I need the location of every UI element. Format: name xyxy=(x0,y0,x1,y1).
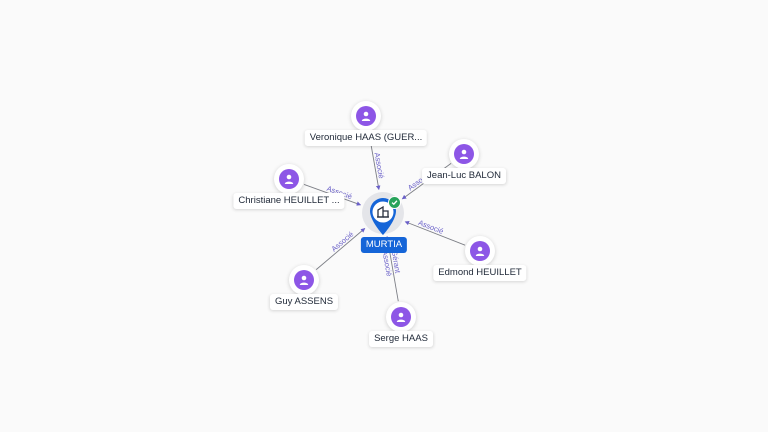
edge-line-edmond xyxy=(404,221,466,246)
person-label-serge[interactable]: Serge HAAS xyxy=(369,331,433,347)
edge-label-serge: Gérant xyxy=(390,250,403,275)
person-label-jeanluc[interactable]: Jean-Luc BALON xyxy=(422,168,506,184)
person-icon xyxy=(454,144,474,164)
person-label-edmond[interactable]: Edmond HEUILLET xyxy=(433,265,527,281)
person-label-veronique[interactable]: Veronique HAAS (GUER... xyxy=(304,130,428,146)
edge-label-guy: Associé xyxy=(329,230,355,254)
person-node-christiane[interactable] xyxy=(274,164,304,194)
person-icon xyxy=(470,241,490,261)
person-label-christiane[interactable]: Christiane HEUILLET ... xyxy=(233,193,345,209)
person-label-guy[interactable]: Guy ASSENS xyxy=(269,294,339,310)
person-node-edmond[interactable] xyxy=(465,236,495,266)
edge-label-serge: Associé xyxy=(380,250,393,277)
check-icon xyxy=(388,196,401,209)
person-node-jeanluc[interactable] xyxy=(449,139,479,169)
person-icon xyxy=(294,270,314,290)
edge-label-edmond: Associé xyxy=(417,218,445,236)
person-node-serge[interactable] xyxy=(386,302,416,332)
person-node-veronique[interactable] xyxy=(351,101,381,131)
person-icon xyxy=(279,169,299,189)
building-icon xyxy=(377,205,389,218)
person-icon xyxy=(356,106,376,126)
edge-label-veronique: Associé xyxy=(373,152,386,179)
person-icon xyxy=(391,307,411,327)
company-label[interactable]: MURTIA xyxy=(360,237,408,253)
person-node-guy[interactable] xyxy=(289,265,319,295)
edge-line-guy xyxy=(315,228,366,270)
